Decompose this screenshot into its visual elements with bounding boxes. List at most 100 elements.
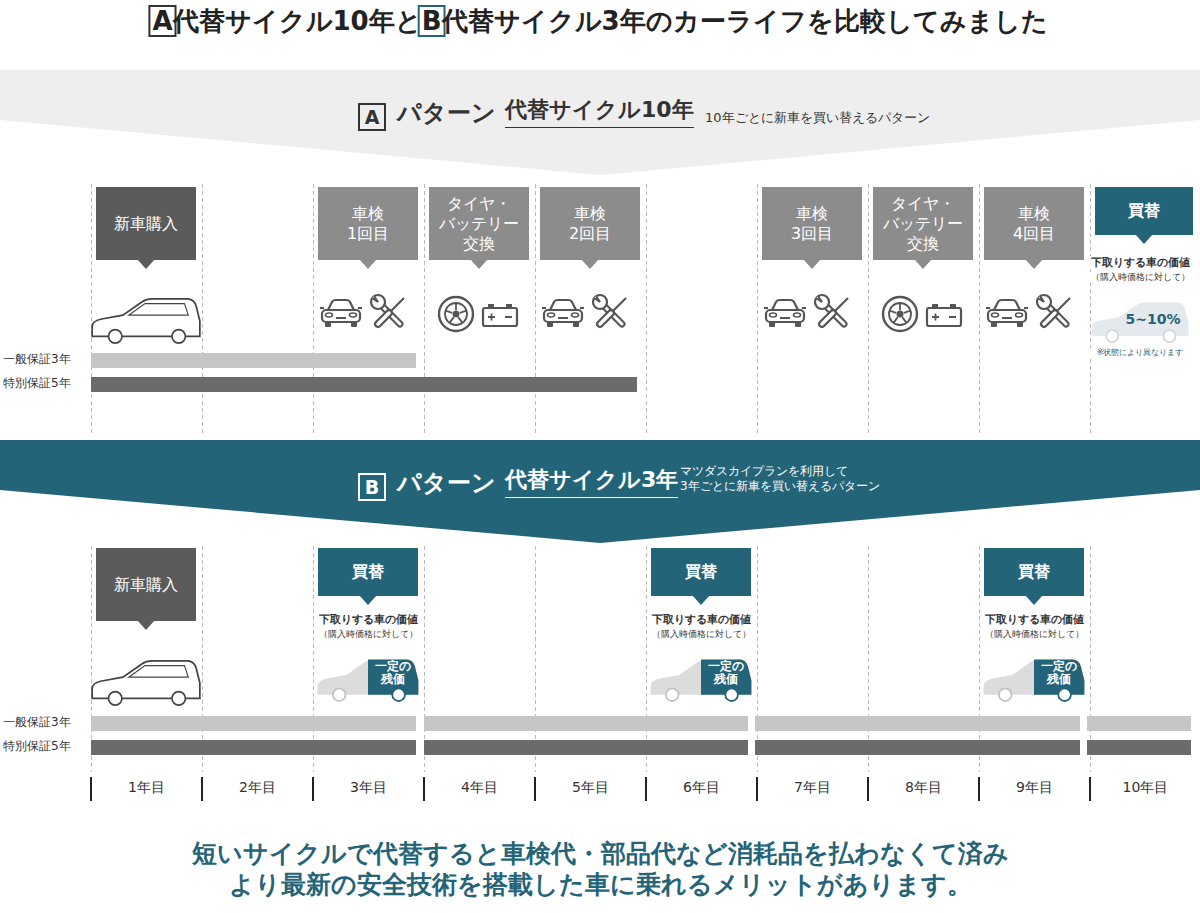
event-box: 車検 1回目 (318, 187, 418, 260)
year-tick (1089, 777, 1091, 801)
column-line (313, 546, 314, 772)
box-pointer (470, 259, 488, 269)
residual-percent: 5~10% (1118, 311, 1188, 328)
column-line (202, 184, 203, 436)
column-line (646, 546, 647, 772)
event-box: 車検 3回目 (762, 187, 862, 260)
column-line (646, 184, 647, 436)
car-front-icon (764, 300, 806, 327)
column-line (868, 546, 869, 772)
node-text: 新車購入 (100, 575, 192, 595)
trade-in-heading: 下取りする車の価値 (313, 613, 424, 626)
node-text: マツダスカイプランを利用して 3年ごとに新車を買い替えるパターン (680, 464, 900, 494)
trade-in-car (1092, 302, 1189, 342)
box-pointer (803, 259, 821, 269)
node-text: 代替サイクル3年 (505, 466, 678, 498)
year-tick (645, 777, 647, 801)
column-line (868, 184, 869, 436)
year-tick (534, 777, 536, 801)
year-tick (312, 777, 314, 801)
replace-box: 買替 (1095, 187, 1193, 235)
banner-fill (0, 440, 1200, 543)
residual-value: 一定の 残価 (368, 660, 418, 686)
column-line (313, 184, 314, 436)
column-line (91, 184, 92, 436)
car-icon (92, 661, 200, 705)
box-pointer (1025, 259, 1043, 269)
tire-icon (439, 297, 473, 331)
tool-icon (815, 295, 848, 324)
box-pointer (1135, 234, 1153, 244)
car-front-icon (320, 300, 362, 327)
replace-box: 買替 (984, 548, 1084, 596)
special-warranty-bar (91, 377, 637, 392)
year-tick (423, 777, 425, 801)
box-pointer (1025, 595, 1043, 605)
trade-in-heading: 下取りする車の価値 (1086, 256, 1194, 269)
car-front-icon (986, 300, 1028, 327)
node-text: 代替サイクル10年 (505, 96, 694, 128)
node-text: 買替 (988, 562, 1080, 582)
year-label: 4年目 (424, 779, 535, 796)
event-box: タイヤ・ バッテリー 交換 (429, 187, 529, 260)
year-tick (90, 777, 92, 801)
year-label: 9年目 (979, 779, 1090, 796)
residual-value: 一定の 残価 (1034, 660, 1084, 686)
warranty-label: 特別保証5年 (3, 376, 71, 390)
car-icon (92, 299, 200, 343)
column-line (535, 546, 536, 772)
condition-note: ※状態により異なります (1083, 348, 1197, 358)
column-line (91, 546, 92, 772)
column-line (202, 546, 203, 772)
node-text: 新車購入 (100, 214, 192, 234)
box-pointer (914, 259, 932, 269)
general-warranty-bar (91, 353, 416, 368)
column-line (979, 546, 980, 772)
replace-box: 買替 (651, 548, 751, 596)
column-line (1090, 184, 1091, 436)
residual-value: 一定の 残価 (701, 660, 751, 686)
node-text: 10年ごとに新車を買い替えるパターン (705, 110, 930, 126)
battery-icon (483, 304, 517, 326)
warranty-label: 一般保証3年 (3, 352, 71, 366)
year-label: 6年目 (646, 779, 757, 796)
trade-in-car (984, 660, 1085, 701)
node-text: 買替 (322, 562, 414, 582)
replace-box: 買替 (318, 548, 418, 596)
event-box: 新車購入 (96, 187, 196, 260)
general-warranty-bar (91, 716, 416, 731)
trade-in-heading: 下取りする車の価値 (646, 613, 757, 626)
event-box: 車検 4回目 (984, 187, 1084, 260)
pattern-banner: パターン代替サイクル3年マツダスカイプランを利用して 3年ごとに新車を買い替える… (0, 440, 1200, 544)
node-text: 車検 4回目 (1004, 204, 1064, 244)
box-pointer (581, 259, 599, 269)
car-front-icon (542, 300, 584, 327)
year-label: 2年目 (202, 779, 313, 796)
node-text: 車検 2回目 (560, 204, 620, 244)
pattern-letter-box: A (358, 103, 386, 131)
box-pointer (137, 620, 155, 630)
banner-fill (0, 70, 1200, 175)
trade-in-car (318, 660, 419, 701)
pattern-letter-box: B (358, 473, 386, 501)
year-label: 1年目 (91, 779, 202, 796)
box-pointer (359, 259, 377, 269)
event-box: 車検 2回目 (540, 187, 640, 260)
node-text: A (365, 108, 380, 127)
year-tick (978, 777, 980, 801)
column-line (1090, 546, 1091, 772)
node-text: パターン (397, 98, 496, 128)
node-text: 車検 1回目 (338, 204, 398, 244)
year-label: 7年目 (757, 779, 868, 796)
trade-in-car (651, 660, 752, 701)
special-warranty-bar (424, 740, 748, 755)
year-tick (201, 777, 203, 801)
box-pointer (692, 595, 710, 605)
trade-in-note: （購入時価格に対して） (313, 629, 424, 640)
tool-icon (1037, 295, 1070, 324)
trade-in-heading: 下取りする車の価値 (979, 613, 1090, 626)
general-warranty-bar (1087, 716, 1191, 731)
warranty-label: 特別保証5年 (3, 739, 71, 753)
pattern-banner: パターン代替サイクル10年 10年ごとに新車を買い替えるパターン A (0, 70, 1200, 176)
title-text: A代替サイクル10年とB代替サイクル3年のカーライフを比較してみました (0, 5, 1200, 39)
